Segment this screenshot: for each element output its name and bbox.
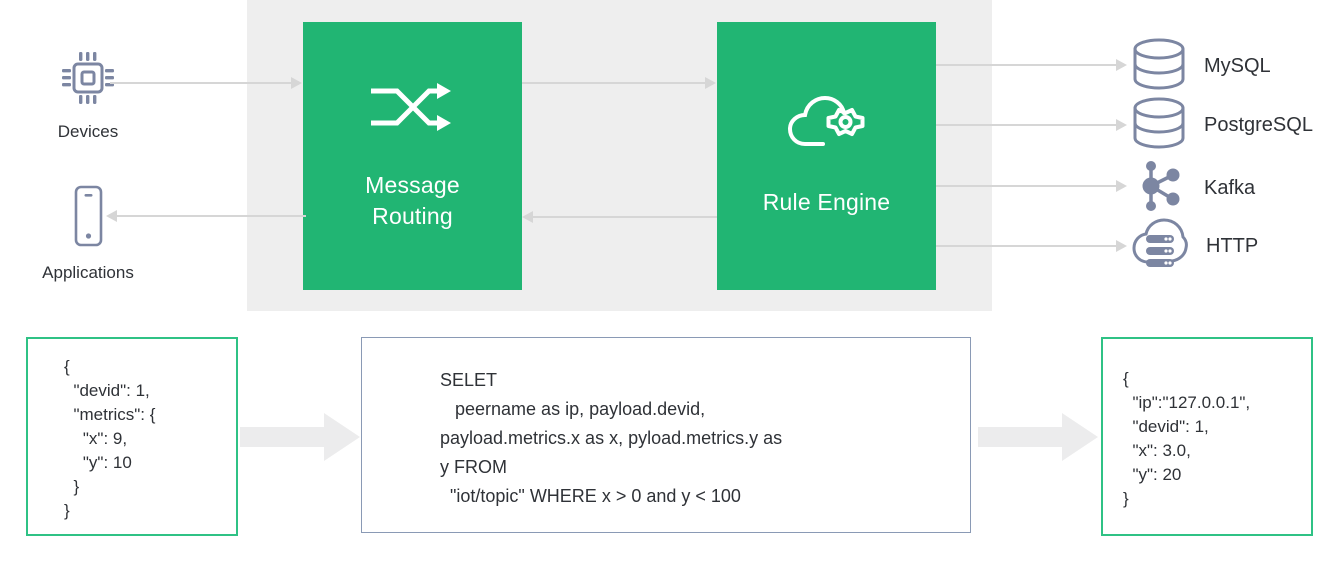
connector-rule-to-mysql <box>936 64 1117 66</box>
endpoint-devices: Devices <box>13 47 163 142</box>
arrowhead-rule-to-routing <box>522 211 533 223</box>
arrowhead-routing-to-rule <box>705 77 716 89</box>
arrowhead-rule-to-mysql <box>1116 59 1127 71</box>
arrowhead-rule-to-http <box>1116 240 1127 252</box>
output-payload-box: { "ip":"127.0.0.1", "devid": 1, "x": 3.0… <box>1101 337 1313 536</box>
endpoint-applications: Applications <box>13 184 163 283</box>
label-line-1: Message <box>365 171 460 198</box>
input-payload-box: { "devid": 1, "metrics": { "x": 9, "y": … <box>26 337 238 536</box>
endpoint-kafka-label: Kafka <box>1204 177 1256 199</box>
cloud-gear-icon <box>787 94 867 161</box>
connector-rule-to-routing <box>532 216 717 218</box>
chip-icon <box>13 47 163 114</box>
flow-arrow-sql-to-output <box>978 413 1098 461</box>
input-payload-text: { "devid": 1, "metrics": { "x": 9, "y": … <box>64 357 156 520</box>
endpoint-http: HTTP <box>1131 218 1258 275</box>
label-line-2: Routing <box>372 202 453 229</box>
endpoint-mysql-label: MySQL <box>1204 55 1271 77</box>
mobile-phone-icon <box>13 184 163 255</box>
database-cylinder-icon <box>1131 37 1187 96</box>
arrowhead-rule-to-postgresql <box>1116 119 1127 131</box>
cloud-server-icon <box>1131 218 1189 275</box>
sql-rule-text: SELET peername as ip, payload.devid, pay… <box>440 370 783 506</box>
service-box-rule-engine-label: Rule Engine <box>762 189 891 215</box>
endpoint-http-label: HTTP <box>1206 235 1259 257</box>
database-cylinder-icon <box>1131 96 1187 155</box>
connector-rule-to-http <box>936 245 1117 247</box>
output-payload-text: { "ip":"127.0.0.1", "devid": 1, "x": 3.0… <box>1123 369 1251 508</box>
shuffle-arrows-icon <box>370 81 455 144</box>
arrowhead-devices-to-routing <box>291 77 302 89</box>
service-box-rule-engine[interactable]: Rule Engine <box>717 22 936 290</box>
connector-rule-to-kafka <box>936 185 1117 187</box>
arrowhead-routing-to-applications <box>106 210 117 222</box>
arrowhead-rule-to-kafka <box>1116 180 1127 192</box>
connector-routing-to-rule <box>522 82 706 84</box>
endpoint-kafka: Kafka <box>1131 158 1255 219</box>
connector-routing-to-applications <box>116 215 306 217</box>
endpoint-devices-label: Devices <box>57 122 119 141</box>
endpoint-applications-label: Applications <box>42 263 134 282</box>
endpoint-postgresql: PostgreSQL <box>1131 96 1313 155</box>
endpoint-mysql: MySQL <box>1131 37 1271 96</box>
endpoint-postgresql-label: PostgreSQL <box>1204 114 1313 136</box>
sql-rule-box: SELET peername as ip, payload.devid, pay… <box>361 337 971 533</box>
connector-devices-to-routing <box>110 82 292 84</box>
kafka-nodes-icon <box>1131 158 1187 219</box>
flow-arrow-payload-to-sql <box>240 413 360 461</box>
connector-rule-to-postgresql <box>936 124 1117 126</box>
